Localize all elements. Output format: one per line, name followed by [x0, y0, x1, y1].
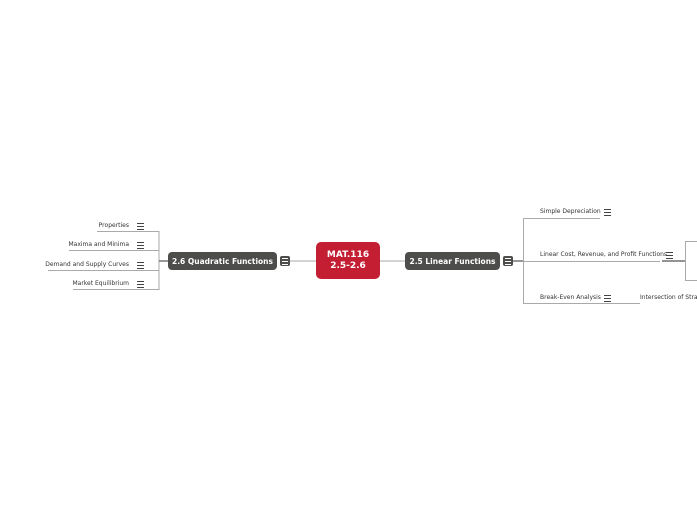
subtopic-demand-supply[interactable]: Demand and Supply Curves [45, 261, 129, 268]
notes-icon[interactable] [280, 256, 290, 266]
notes-icon[interactable] [137, 223, 144, 230]
notes-icon[interactable] [137, 242, 144, 249]
subtopic-intersection-lines[interactable]: Intersection of Straight Lines [640, 294, 697, 301]
subtopic-simple-depreciation[interactable]: Simple Depreciation [540, 208, 601, 215]
topic-quadratic-functions[interactable]: 2.6 Quadratic Functions [168, 252, 277, 270]
subtopic-market-equilibrium[interactable]: Market Equilibrium [72, 280, 129, 287]
subtopic-properties[interactable]: Properties [98, 222, 129, 229]
notes-icon[interactable] [604, 295, 611, 302]
notes-icon[interactable] [666, 252, 673, 259]
subtopic-break-even[interactable]: Break-Even Analysis [540, 294, 601, 301]
topic-linear-functions[interactable]: 2.5 Linear Functions [405, 252, 500, 270]
central-topic-line2: 2.5-2.6 [330, 260, 366, 271]
notes-icon[interactable] [137, 281, 144, 288]
central-topic[interactable]: MAT.116 2.5-2.6 [316, 242, 380, 279]
subtopic-maxima-minima[interactable]: Maxima and Minima [68, 241, 129, 248]
central-topic-line1: MAT.116 [326, 249, 370, 260]
notes-icon[interactable] [503, 256, 513, 266]
subtopic-linear-cost[interactable]: Linear Cost, Revenue, and Profit Functio… [540, 251, 668, 258]
notes-icon[interactable] [137, 262, 144, 269]
notes-icon[interactable] [604, 209, 611, 216]
